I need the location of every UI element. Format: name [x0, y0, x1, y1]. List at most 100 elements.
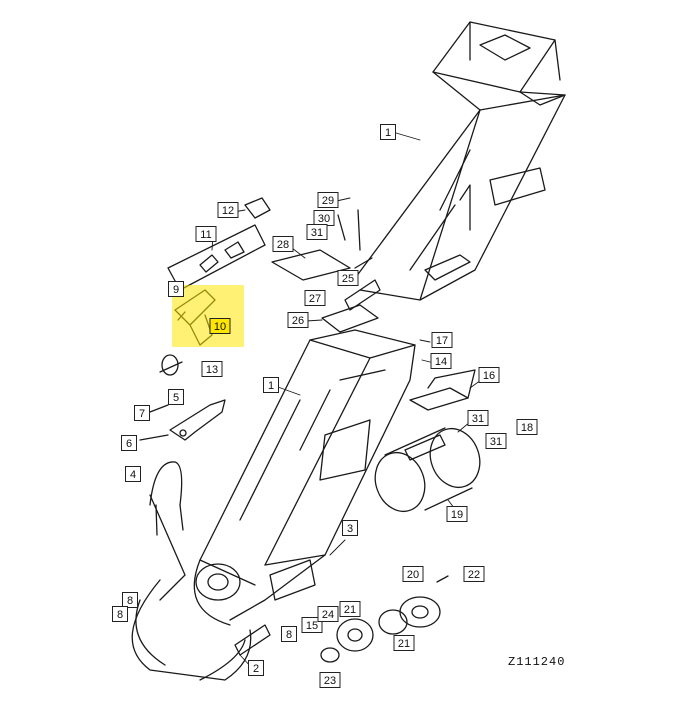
- callout-5: 5: [168, 389, 184, 405]
- callout-box: [306, 224, 328, 240]
- callout-label: 3: [347, 523, 353, 535]
- callout-label: 10: [214, 321, 226, 333]
- callout-27: 27: [304, 290, 326, 306]
- callout-box: [516, 419, 538, 435]
- callout-23: 23: [319, 672, 341, 688]
- callout-box: [342, 520, 358, 536]
- leader-lines: [211, 132, 489, 669]
- callout-8: 8: [281, 626, 297, 642]
- callout-label: 20: [407, 569, 419, 581]
- callout-17: 17: [431, 332, 453, 348]
- callout-box: [393, 635, 415, 651]
- upper-elevator-tube: [349, 21, 566, 301]
- callout-30: 30: [313, 210, 335, 226]
- callout-label: 12: [222, 205, 234, 217]
- callout-label: 16: [483, 370, 495, 382]
- u-bolt: [149, 461, 184, 536]
- callout-label: 25: [342, 273, 354, 285]
- callout-6: 6: [121, 435, 137, 451]
- callout-label: 22: [468, 569, 480, 581]
- callout-25: 25: [337, 270, 359, 286]
- callout-21: 21: [393, 635, 415, 651]
- callout-box: [337, 270, 359, 286]
- bracket-plate: [409, 369, 476, 411]
- hook-bracket-assembly: [139, 399, 226, 441]
- callout-8: 8: [112, 606, 128, 622]
- callout-label: 15: [306, 620, 318, 632]
- callout-label: 31: [490, 436, 502, 448]
- callout-box: [168, 389, 184, 405]
- lower-elevator-tube: [193, 329, 416, 626]
- callout-label: 31: [472, 413, 484, 425]
- callout-18: 18: [516, 419, 538, 435]
- callout-label: 11: [200, 229, 211, 241]
- callout-1: 1: [380, 124, 396, 140]
- callout-box: [248, 660, 264, 676]
- callout-label: 21: [344, 604, 356, 616]
- callout-7: 7: [134, 405, 150, 421]
- callout-label: 6: [126, 438, 132, 450]
- callout-label: 2: [253, 663, 259, 675]
- callout-4: 4: [125, 466, 141, 482]
- callout-label: 21: [398, 638, 410, 650]
- callout-label: 31: [311, 227, 323, 239]
- small-latch-parts: [159, 197, 271, 376]
- callout-box: [195, 226, 217, 242]
- callout-label: 24: [322, 609, 334, 621]
- callout-box: [121, 435, 137, 451]
- callout-1: 1: [263, 377, 279, 393]
- callout-box: [301, 617, 323, 633]
- callout-box: [122, 592, 138, 608]
- callout-box: [317, 606, 339, 622]
- callout-label: 1: [268, 380, 274, 392]
- tube-bottom-hub: [195, 563, 241, 601]
- callout-label: 30: [318, 213, 330, 225]
- callout-label: 1: [385, 127, 391, 139]
- callout-box: [201, 361, 223, 377]
- callout-label: 8: [286, 629, 292, 641]
- callout-2: 2: [248, 660, 264, 676]
- callout-label: 17: [436, 335, 448, 347]
- callout-label: 5: [173, 392, 179, 404]
- callout-label: 18: [521, 422, 533, 434]
- callout-box: [112, 606, 128, 622]
- callout-22: 22: [463, 566, 485, 582]
- callout-box: [272, 236, 294, 252]
- callout-14: 14: [430, 353, 452, 369]
- callout-9: 9: [168, 281, 184, 297]
- callout-box: [319, 672, 341, 688]
- callout-box: [463, 566, 485, 582]
- callout-label: 29: [322, 195, 334, 207]
- callout-12: 12: [217, 202, 239, 218]
- drawing-reference-code: Z111240: [508, 655, 566, 669]
- callout-label: 8: [117, 609, 123, 621]
- callout-label: 19: [451, 509, 463, 521]
- callout-box: [430, 353, 452, 369]
- callout-label: 7: [139, 408, 145, 420]
- callout-box: [287, 312, 309, 328]
- callout-box: [125, 466, 141, 482]
- cylinder-cover: [374, 427, 481, 513]
- callout-box: [304, 290, 326, 306]
- callout-29: 29: [317, 192, 339, 208]
- callout-label: 4: [130, 469, 136, 481]
- callout-15: 15: [301, 617, 323, 633]
- callout-box: [217, 202, 239, 218]
- callout-box: [168, 281, 184, 297]
- callout-26: 26: [287, 312, 309, 328]
- callout-10: 10: [209, 318, 231, 334]
- callout-box: [446, 506, 468, 522]
- callout-label: 23: [324, 675, 336, 687]
- callout-21: 21: [339, 601, 361, 617]
- callout-box: [478, 367, 500, 383]
- callout-box: [281, 626, 297, 642]
- bearing-assemblies: [320, 575, 449, 663]
- callout-label: 9: [173, 284, 179, 296]
- callout-box: [317, 192, 339, 208]
- callout-label: 14: [435, 356, 447, 368]
- callout-box: [485, 433, 507, 449]
- callout-31: 31: [467, 410, 489, 426]
- callout-3: 3: [342, 520, 358, 536]
